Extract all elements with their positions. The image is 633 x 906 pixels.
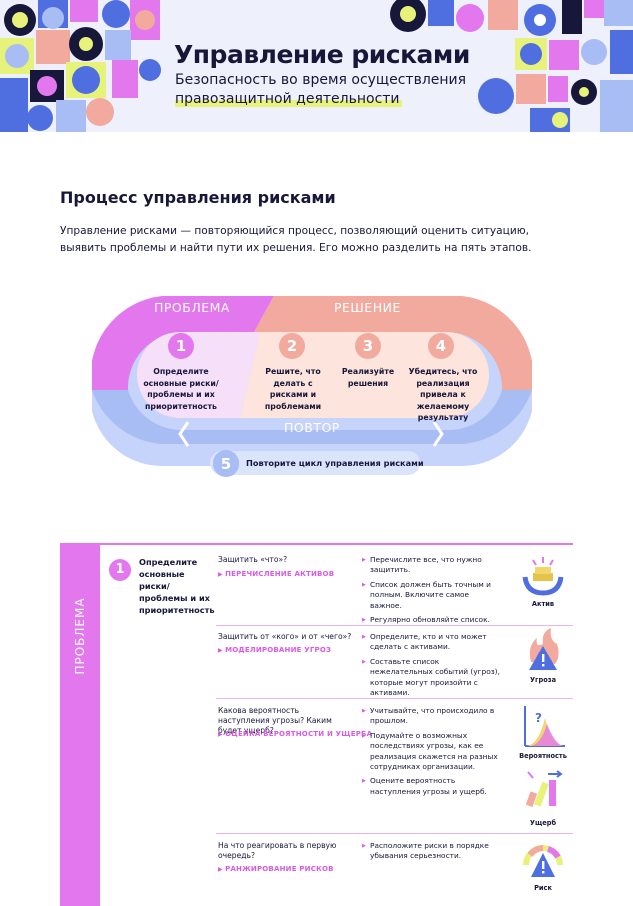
- section-title: Процесс управления рисками: [60, 188, 336, 207]
- row-bullets: Перечислите все, что нужно защитить. Спи…: [362, 555, 502, 629]
- icon-label: Ущерб: [529, 819, 557, 827]
- row-question: Защитить от «кого» и от «чего»?: [218, 632, 352, 641]
- icon-label: Актив: [531, 600, 555, 608]
- row-question: На что реагировать в первую очередь?: [218, 841, 337, 860]
- threat-icon: [529, 628, 559, 670]
- cycle-step-3-text: Реализуйте решения: [341, 367, 395, 388]
- cycle-step-5-text: Повторите цикл управления рисками: [246, 458, 424, 468]
- row-tag: РАНЖИРОВАНИЕ РИСКОВ: [218, 865, 334, 873]
- svg-text:?: ?: [535, 711, 542, 725]
- cycle-step-1-text: Определите основные риски/проблемы и их …: [143, 367, 219, 411]
- cycle-step-4-text: Убедитесь, что реализация привела к жела…: [408, 367, 478, 422]
- bullet-item: Регулярно обновляйте список.: [362, 615, 502, 626]
- table-top-rule: [100, 543, 573, 545]
- table-stage-number: 1: [109, 559, 131, 581]
- table-side-band: ПРОБЛЕМА: [60, 543, 100, 906]
- bullet-item: Подумайте о возможных последствиях угроз…: [362, 731, 502, 773]
- risk-icon: [523, 845, 563, 877]
- cycle-label-repeat: ПОВТОР: [284, 420, 340, 435]
- page-subtitle-line1: Безопасность во время осуществления: [175, 72, 467, 88]
- row-divider: [216, 698, 573, 699]
- risk-cycle-diagram: [92, 296, 532, 476]
- cycle-step-3-number: 3: [355, 333, 381, 359]
- row-question: Защитить «что»?: [218, 555, 288, 564]
- bullet-item: Перечислите все, что нужно защитить.: [362, 555, 502, 576]
- cycle-label-problem: ПРОБЛЕМА: [154, 300, 230, 315]
- asset-icon: [522, 557, 564, 596]
- table-stage-title: Определите основные риски/проблемы и их …: [139, 557, 215, 615]
- icon-label: Риск: [534, 884, 552, 892]
- decorative-pattern: [0, 0, 633, 132]
- cycle-step-2-text: Решите, что делать с рисками и проблемам…: [264, 367, 322, 411]
- page-subtitle-line2: правозащитной деятельности: [175, 91, 402, 107]
- bullet-item: Оцените вероятность наступления угрозы и…: [362, 776, 502, 797]
- section-intro: Управление рисками — повторяющийся проце…: [60, 225, 532, 254]
- bullet-item: Составьте список нежелательных событий (…: [362, 657, 502, 699]
- cycle-step-5-number: 5: [213, 451, 239, 477]
- bullet-item: Определите, кто и что может сделать с ак…: [362, 632, 502, 653]
- bullet-item: Список должен быть точным и полным. Вклю…: [362, 580, 502, 611]
- probability-icon: ?: [524, 706, 565, 747]
- row-divider: [216, 625, 573, 626]
- row-tag: ПЕРЕЧИСЛЕНИЕ АКТИВОВ: [218, 570, 334, 578]
- problem-table: ПРОБЛЕМА 1 Определите основные риски/про…: [60, 543, 573, 906]
- icon-label: Угроза: [529, 676, 557, 684]
- row-bullets: Учитывайте, что происходило в прошлом. П…: [362, 706, 502, 801]
- page-title: Управление рисками: [174, 40, 470, 69]
- cycle-step-2-number: 2: [279, 333, 305, 359]
- row-tag: МОДЕЛИРОВАНИЕ УГРОЗ: [218, 646, 331, 654]
- bullet-item: Расположите риски в порядке убывания сер…: [362, 841, 502, 862]
- row-bullets: Определите, кто и что может сделать с ак…: [362, 632, 502, 702]
- row-tag: ОЦЕНКА ВЕРОЯТНОСТИ И УЩЕРБА: [218, 730, 372, 738]
- cycle-step-4-number: 4: [428, 333, 454, 359]
- icon-label: Вероятность: [519, 752, 567, 760]
- damage-icon: [525, 770, 563, 807]
- header-banner: Управление рисками Безопасность во время…: [0, 0, 633, 132]
- row-bullets: Расположите риски в порядке убывания сер…: [362, 841, 502, 866]
- cycle-step-1-number: 1: [168, 333, 194, 359]
- table-side-label: ПРОБЛЕМА: [73, 597, 87, 675]
- bullet-item: Учитывайте, что происходило в прошлом.: [362, 706, 502, 727]
- row-divider: [216, 833, 573, 834]
- cycle-label-solution: РЕШЕНИЕ: [334, 300, 401, 315]
